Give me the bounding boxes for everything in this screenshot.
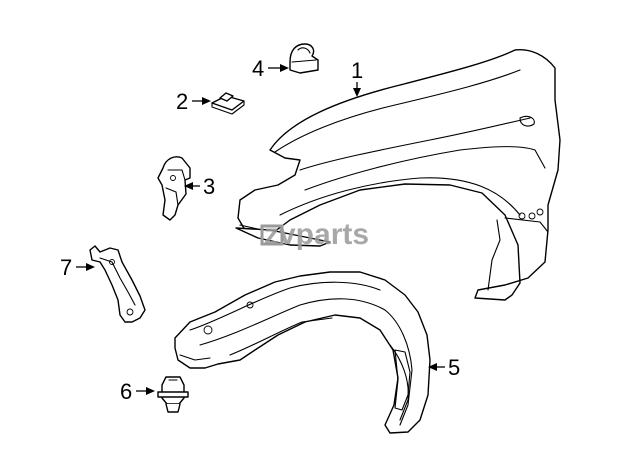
callout-4: 4 (252, 56, 289, 81)
callout-4-arrowhead (280, 64, 289, 72)
callout-label-7: 7 (60, 255, 72, 280)
callout-7: 7 (60, 255, 95, 280)
callout-2: 2 (176, 89, 211, 114)
zvparts-watermark: zvparts (260, 218, 369, 251)
watermark-logo-mark (260, 224, 284, 246)
callout-label-3: 3 (203, 174, 215, 199)
callout-label-5: 5 (448, 355, 460, 380)
callout-5: 5 (428, 355, 460, 380)
part-5-fender-liner (174, 271, 431, 434)
callout-6: 6 (120, 379, 155, 404)
callout-3-arrowhead (184, 182, 193, 190)
watermark-text: zvparts (264, 218, 369, 251)
part-2-clip-nut (211, 92, 245, 115)
callout-3: 3 (184, 174, 215, 199)
part-1-fender (235, 48, 561, 301)
part-4-bumper-stop (289, 43, 319, 74)
callout-label-6: 6 (120, 379, 132, 404)
callout-1: 1 (351, 58, 363, 97)
callout-label-2: 2 (176, 89, 188, 114)
callout-1-arrowhead (353, 88, 361, 97)
callout-5-arrowhead (428, 363, 437, 371)
part-6-push-clip (157, 376, 189, 413)
callout-6-arrowhead (146, 387, 155, 395)
callout-label-1: 1 (351, 58, 363, 83)
callout-7-arrowhead (86, 263, 95, 271)
callout-2-arrowhead (202, 97, 211, 105)
part-3-bracket (157, 156, 191, 221)
part-7-support-bracket (89, 245, 146, 323)
callout-label-4: 4 (252, 56, 264, 81)
